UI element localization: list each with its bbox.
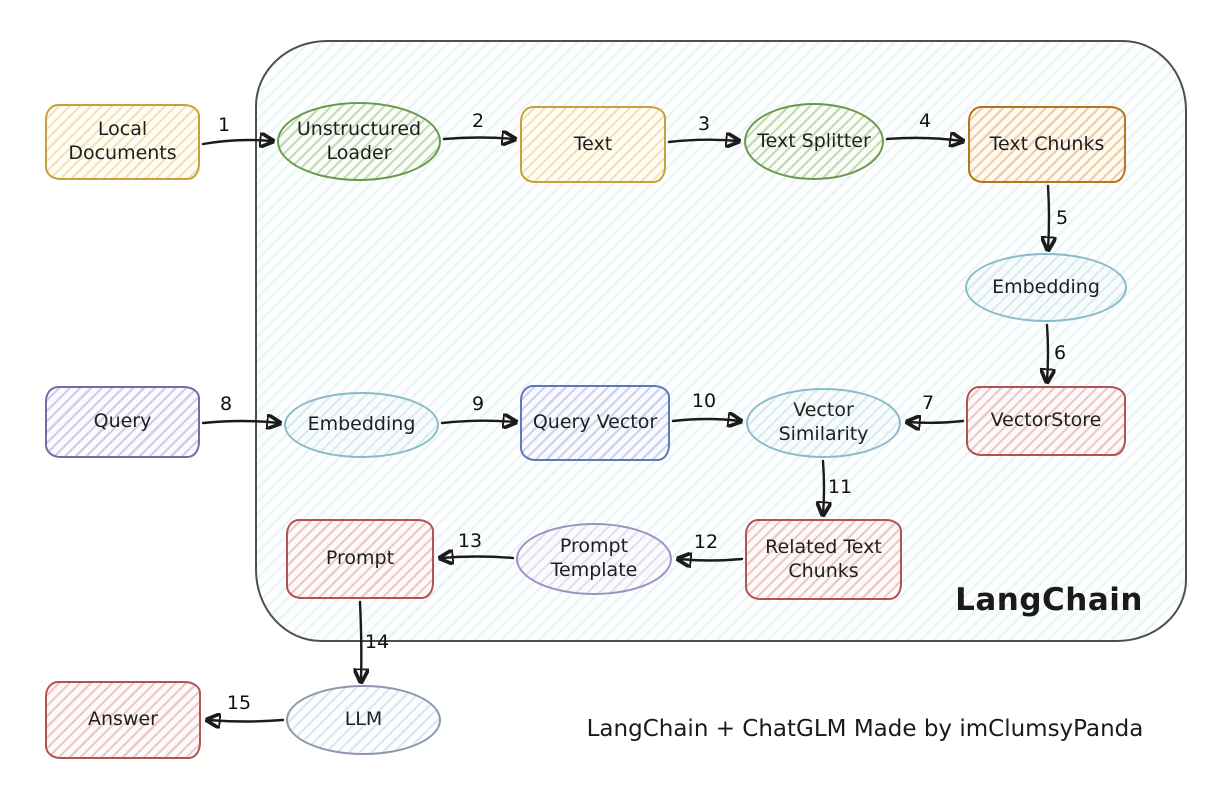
node-embedding-query: Embedding <box>284 392 439 458</box>
node-answer-label: Answer <box>88 708 158 731</box>
node-unstructured-loader: Unstructured Loader <box>277 102 441 181</box>
node-vector-similarity: Vector Similarity <box>746 388 901 458</box>
edge-label-1: 1 <box>218 114 230 136</box>
edge-label-8: 8 <box>220 393 232 415</box>
node-unstructured-loader-label: Unstructured Loader <box>296 117 422 164</box>
edge-label-15: 15 <box>227 692 251 714</box>
node-local-documents: Local Documents <box>45 104 200 180</box>
node-prompt-template-label: Prompt Template <box>550 535 638 581</box>
diagram-caption: LangChain + ChatGLM Made by imClumsyPand… <box>586 716 1144 742</box>
node-vector-similarity-label: Vector Similarity <box>778 399 869 445</box>
node-prompt: Prompt <box>286 519 434 599</box>
node-query-label: Query <box>93 410 152 433</box>
node-prompt-label: Prompt <box>325 547 395 570</box>
node-related-text-chunks-label: Related Text Chunks <box>765 535 882 582</box>
node-text: Text <box>520 106 666 183</box>
node-embedding-docs: Embedding <box>965 253 1127 322</box>
edge-arrow-15 <box>208 720 285 722</box>
node-llm: LLM <box>286 685 441 755</box>
node-query-vector-label: Query Vector <box>532 411 658 434</box>
node-text-label: Text <box>573 132 613 155</box>
node-prompt-template: Prompt Template <box>516 523 672 595</box>
node-query-vector: Query Vector <box>520 385 670 461</box>
node-related-text-chunks: Related Text Chunks <box>745 519 902 600</box>
node-embedding-query-label: Embedding <box>307 413 416 436</box>
node-vectorstore: VectorStore <box>966 386 1126 456</box>
node-embedding-docs-label: Embedding <box>992 275 1100 298</box>
langchain-boundary-label: LangChain <box>955 582 1143 618</box>
node-text-splitter: Text Splitter <box>744 103 884 180</box>
node-answer: Answer <box>45 681 201 759</box>
node-query: Query <box>45 386 200 458</box>
node-llm-label: LLM <box>344 708 383 731</box>
node-local-documents-label: Local Documents <box>68 118 177 164</box>
node-text-splitter-label: Text Splitter <box>757 129 871 152</box>
node-vectorstore-label: VectorStore <box>990 409 1102 432</box>
node-text-chunks: Text Chunks <box>968 106 1126 183</box>
node-text-chunks-label: Text Chunks <box>989 132 1105 155</box>
